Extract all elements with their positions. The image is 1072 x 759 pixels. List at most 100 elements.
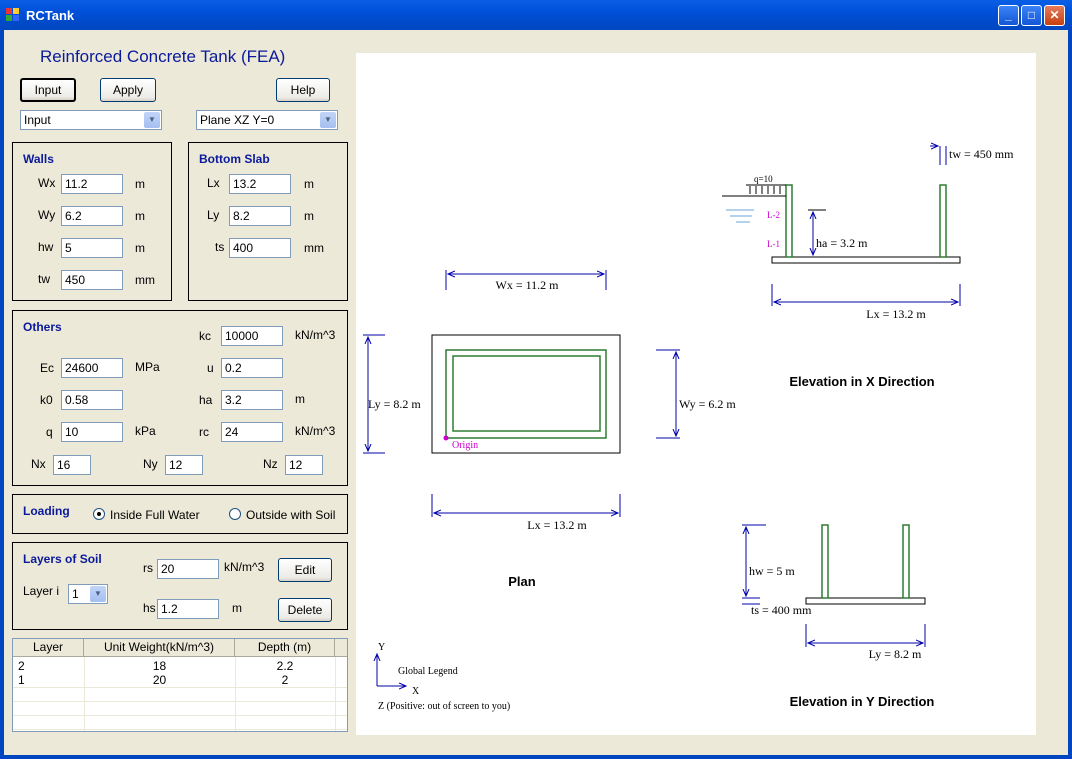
app-icon bbox=[6, 8, 20, 22]
plan-title: Plan bbox=[508, 574, 536, 589]
elevation-x-view: q=10 L-2 L-1 ha = 3.2 m tw = 450 mm Lx =… bbox=[722, 146, 1014, 389]
kc-unit: kN/m^3 bbox=[295, 328, 336, 342]
plan-wx-label: Wx = 11.2 m bbox=[496, 278, 560, 292]
ec-field[interactable]: 24600 bbox=[61, 358, 123, 378]
lx-label: Lx bbox=[207, 176, 220, 190]
wy-field[interactable]: 6.2 bbox=[61, 206, 123, 226]
col-header-depth[interactable]: Depth (m) bbox=[235, 639, 335, 657]
mode-select[interactable]: Input ▼ bbox=[20, 110, 162, 130]
ny-field[interactable]: 12 bbox=[165, 455, 203, 475]
mode-select-value: Input bbox=[24, 113, 51, 127]
others-group bbox=[12, 310, 348, 486]
ts-unit: mm bbox=[304, 241, 324, 255]
edit-button[interactable]: Edit bbox=[278, 558, 332, 582]
wx-unit: m bbox=[135, 177, 145, 191]
loading-group bbox=[12, 494, 348, 534]
hw-field[interactable]: 5 bbox=[61, 238, 123, 258]
tw-field[interactable]: 450 bbox=[61, 270, 123, 290]
col-header-unit-weight[interactable]: Unit Weight(kN/m^3) bbox=[84, 639, 235, 657]
table-cell[interactable]: 2 bbox=[18, 659, 25, 673]
header-filler bbox=[335, 639, 347, 657]
ts-label: ts bbox=[215, 240, 225, 254]
wx-field[interactable]: 11.2 bbox=[61, 174, 123, 194]
rc-label: rc bbox=[199, 425, 209, 439]
ec-unit: MPa bbox=[135, 360, 160, 374]
col-divider bbox=[335, 657, 336, 731]
ly-field[interactable]: 8.2 bbox=[229, 206, 291, 226]
help-button[interactable]: Help bbox=[276, 78, 330, 102]
k0-field[interactable]: 0.58 bbox=[61, 390, 123, 410]
ly-label: Ly bbox=[207, 208, 220, 222]
col-divider bbox=[235, 657, 236, 731]
drawing-canvas[interactable]: Origin Wx = 11.2 m Ly = 8.2 m Wy = 6.2 m… bbox=[356, 53, 1036, 735]
ts-field[interactable]: 400 bbox=[229, 238, 291, 258]
rs-label: rs bbox=[143, 561, 153, 575]
rs-unit: kN/m^3 bbox=[224, 560, 265, 574]
wy-label: Wy bbox=[38, 208, 56, 222]
wy-unit: m bbox=[135, 209, 145, 223]
q-field[interactable]: 10 bbox=[61, 422, 123, 442]
hs-unit: m bbox=[232, 601, 242, 615]
apply-button[interactable]: Apply bbox=[100, 78, 156, 102]
kc-label: kc bbox=[199, 329, 211, 343]
row-divider bbox=[13, 715, 347, 716]
col-header-layer[interactable]: Layer bbox=[13, 639, 84, 657]
outside-soil-label[interactable]: Outside with Soil bbox=[246, 508, 336, 522]
col-divider bbox=[84, 657, 85, 731]
chevron-down-icon[interactable]: ▼ bbox=[90, 586, 106, 602]
chevron-down-icon[interactable]: ▼ bbox=[144, 112, 160, 128]
chevron-down-icon[interactable]: ▼ bbox=[320, 112, 336, 128]
ey-title: Elevation in Y Direction bbox=[790, 694, 935, 709]
u-field[interactable]: 0.2 bbox=[221, 358, 283, 378]
table-cell[interactable]: 20 bbox=[152, 673, 167, 687]
tw-label: tw bbox=[38, 272, 50, 286]
ex-title: Elevation in X Direction bbox=[789, 374, 934, 389]
plane-select-value: Plane XZ Y=0 bbox=[200, 113, 275, 127]
kc-field[interactable]: 10000 bbox=[221, 326, 283, 346]
walls-title: Walls bbox=[23, 152, 54, 166]
outside-soil-radio[interactable] bbox=[229, 508, 241, 520]
u-label: u bbox=[207, 361, 214, 375]
nx-field[interactable]: 16 bbox=[53, 455, 91, 475]
table-cell[interactable]: 18 bbox=[152, 659, 167, 673]
q-unit: kPa bbox=[135, 424, 156, 438]
rc-field[interactable]: 24 bbox=[221, 422, 283, 442]
maximize-button[interactable]: □ bbox=[1021, 5, 1042, 26]
elevation-y-view: hw = 5 m ts = 400 mm Ly = 8.2 m Elevatio… bbox=[742, 524, 935, 709]
soil-layers-table[interactable]: Layer Unit Weight(kN/m^3) Depth (m) 2 18… bbox=[12, 638, 348, 732]
plan-wy-label: Wy = 6.2 m bbox=[679, 397, 736, 411]
title-bar: RCTank _ □ ✕ bbox=[0, 0, 1072, 30]
rc-unit: kN/m^3 bbox=[295, 424, 336, 438]
hw-label: hw bbox=[38, 240, 54, 254]
inside-water-radio[interactable] bbox=[93, 508, 105, 520]
soil-title: Layers of Soil bbox=[23, 552, 102, 566]
legend-y-label: Y bbox=[378, 642, 385, 653]
minimize-button[interactable]: _ bbox=[998, 5, 1019, 26]
ex-l1-label: L-1 bbox=[767, 239, 780, 249]
plane-select[interactable]: Plane XZ Y=0 ▼ bbox=[196, 110, 338, 130]
hs-field[interactable]: 1.2 bbox=[157, 599, 219, 619]
ha-label: ha bbox=[199, 393, 213, 407]
close-button[interactable]: ✕ bbox=[1044, 5, 1065, 26]
nz-field[interactable]: 12 bbox=[285, 455, 323, 475]
ex-tw-label: tw = 450 mm bbox=[949, 147, 1014, 161]
table-cell[interactable]: 2 bbox=[281, 673, 289, 687]
ha-field[interactable]: 3.2 bbox=[221, 390, 283, 410]
rs-field[interactable]: 20 bbox=[157, 559, 219, 579]
inside-water-label[interactable]: Inside Full Water bbox=[110, 508, 200, 522]
others-title: Others bbox=[23, 320, 62, 334]
walls-group bbox=[12, 142, 172, 301]
table-cell[interactable]: 1 bbox=[18, 673, 25, 687]
slab-group bbox=[188, 142, 348, 301]
slab-title: Bottom Slab bbox=[199, 152, 270, 166]
lx-field[interactable]: 13.2 bbox=[229, 174, 291, 194]
ex-lx-label: Lx = 13.2 m bbox=[866, 307, 926, 321]
layer-label: Layer i bbox=[23, 584, 60, 598]
layer-select[interactable]: 1 ▼ bbox=[68, 584, 108, 604]
table-cell[interactable]: 2.2 bbox=[276, 659, 294, 673]
input-button[interactable]: Input bbox=[20, 78, 76, 102]
legend-z-label: Z (Positive: out of screen to you) bbox=[378, 701, 510, 712]
delete-button[interactable]: Delete bbox=[278, 598, 332, 622]
window-title: RCTank bbox=[26, 8, 75, 23]
ey-ts-label: ts = 400 mm bbox=[751, 603, 812, 617]
